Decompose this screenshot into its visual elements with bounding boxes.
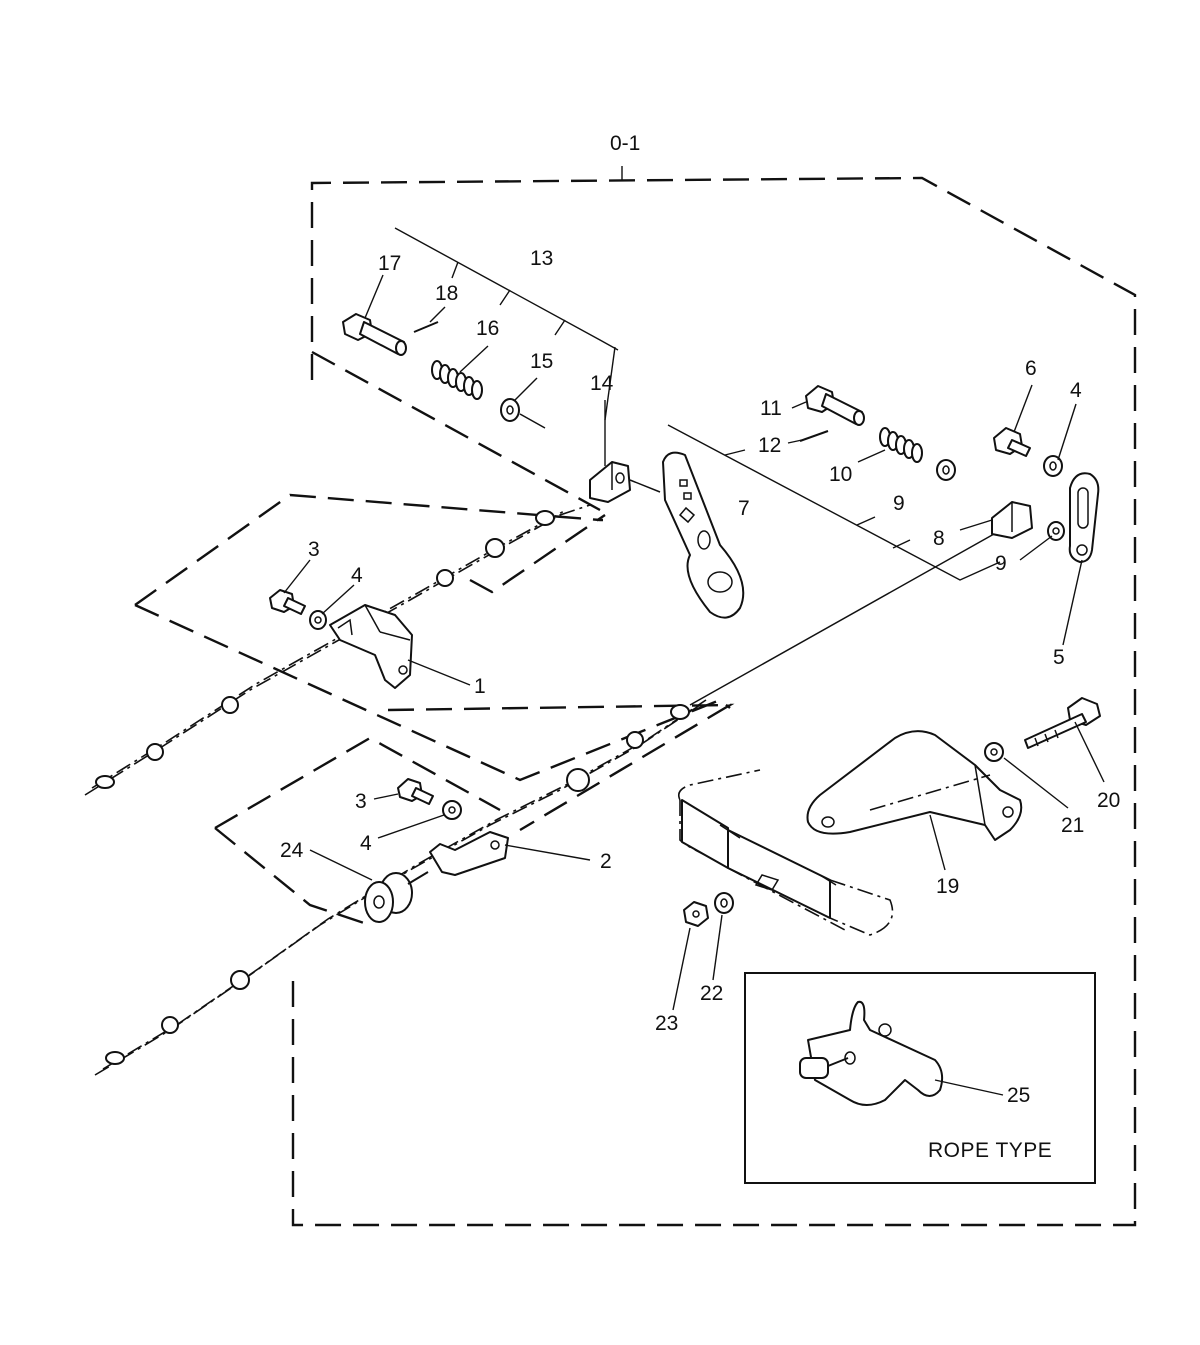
callout-24: 24 [280, 839, 304, 862]
pivot-kit-bracket-13 [394, 227, 619, 421]
part-18-pin [413, 321, 439, 333]
callout-19: 19 [936, 875, 959, 898]
rope-type-inset: ROPE TYPE [744, 972, 1096, 1184]
callout-21: 21 [1061, 814, 1084, 837]
part-15-washer [500, 398, 546, 429]
callout-9-lower: 9 [995, 552, 1007, 575]
callout-20: 20 [1097, 789, 1120, 812]
callout-23: 23 [655, 1012, 678, 1035]
part-25-rope-bracket [799, 1000, 944, 1106]
part-24-grommet [364, 871, 429, 923]
callout-2: 2 [600, 850, 612, 873]
callout-3-lower: 3 [355, 790, 367, 813]
part-17-bolt [342, 313, 407, 356]
callout-4-right: 4 [1070, 379, 1082, 402]
callout-18: 18 [435, 282, 458, 305]
callout-3-upper: 3 [308, 538, 320, 561]
label-group-0-1: 0-1 [610, 132, 640, 155]
cable-2 [94, 524, 1011, 1076]
engine-tube-frame [677, 769, 894, 936]
callout-13: 13 [530, 247, 553, 270]
cable-1 [84, 504, 591, 796]
callout-25: 25 [1007, 1084, 1030, 1107]
part-10-spring [879, 427, 923, 463]
part-4-washer-upper [309, 610, 327, 630]
part-19-bracket [806, 730, 1023, 841]
callout-8: 8 [933, 527, 945, 550]
part-14-clevis [589, 461, 661, 503]
part-22-washer [714, 892, 734, 914]
cable-2-boundary [214, 703, 735, 927]
part-2-clamp-plate [429, 831, 509, 876]
callout-5: 5 [1053, 646, 1065, 669]
part-5-link [1068, 472, 1100, 563]
callout-labels: 17 18 13 16 15 14 11 12 10 9 7 6 4 8 9 5… [280, 247, 1120, 1107]
part-1-bracket [329, 604, 413, 689]
callout-22: 22 [700, 982, 723, 1005]
callout-16: 16 [476, 317, 499, 340]
cable-1-boundary [134, 493, 731, 782]
part-9-washer-lower [1047, 521, 1065, 541]
part-3-bolt-lower [397, 778, 434, 805]
callout-leaders [283, 274, 1105, 1096]
callout-11: 11 [760, 397, 782, 420]
part-16-spring [431, 360, 483, 400]
part-8-clevis [991, 501, 1033, 539]
part-23-nut [683, 901, 709, 927]
pivot-kit-bracket-7 [667, 424, 1001, 581]
callout-6: 6 [1025, 357, 1037, 380]
callout-14: 14 [590, 372, 614, 395]
callout-9-upper: 9 [893, 492, 905, 515]
callout-7: 7 [738, 497, 750, 520]
assembly-boundary: 0-1 [291, 132, 1137, 1227]
part-11-bolt [805, 385, 865, 426]
part-3-bolt-upper [269, 589, 306, 615]
part-9-washer-upper [936, 459, 956, 481]
callout-17: 17 [378, 252, 401, 275]
part-20-bolt [1024, 697, 1101, 749]
part-6-bolt [993, 427, 1031, 457]
part-21-washer [984, 742, 1004, 762]
callout-1: 1 [474, 675, 486, 698]
callout-15: 15 [530, 350, 553, 373]
inset-caption: ROPE TYPE [928, 1139, 1052, 1162]
part-4-washer-lower [442, 800, 462, 820]
callout-10: 10 [829, 463, 852, 486]
callout-4-upper: 4 [351, 564, 363, 587]
part-4-washer-right [1043, 455, 1063, 477]
part-12-pin [799, 430, 829, 442]
callout-4-lower: 4 [360, 832, 372, 855]
callout-12: 12 [758, 434, 781, 457]
throttle-arm [662, 451, 745, 619]
